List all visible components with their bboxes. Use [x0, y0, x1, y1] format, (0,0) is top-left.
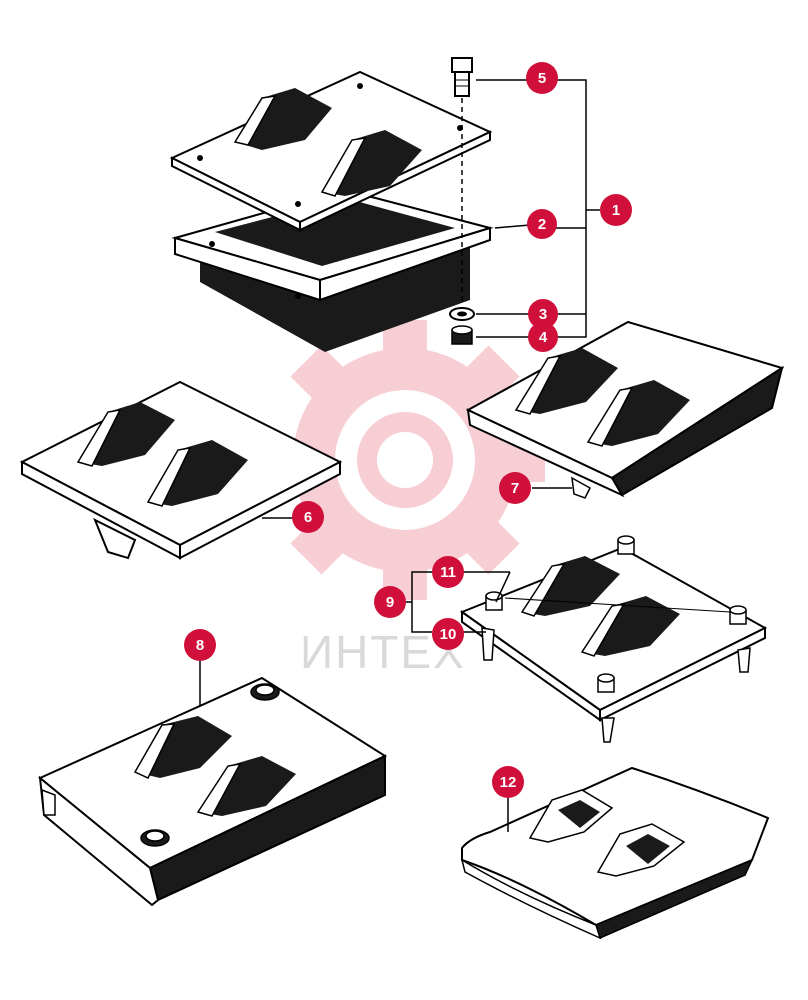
part-6-pad: [19, 380, 343, 560]
part-10-11-pad: [459, 535, 768, 743]
callout-6: 6: [292, 501, 324, 533]
part-7-pad: [465, 320, 785, 499]
part-8-pad: [38, 676, 388, 907]
part-washer: [449, 307, 475, 321]
leader-lines: [199, 79, 600, 832]
part-top-plate: [169, 70, 493, 232]
callout-10: 10: [432, 618, 464, 650]
svg-text:4: 4: [539, 329, 548, 346]
svg-text:9: 9: [386, 594, 394, 611]
svg-text:5: 5: [538, 70, 546, 87]
svg-text:12: 12: [500, 774, 517, 791]
callout-7: 7: [499, 472, 531, 504]
callout-12: 12: [492, 766, 524, 798]
svg-text:3: 3: [539, 306, 547, 323]
svg-text:2: 2: [538, 216, 546, 233]
callout-9: 9: [374, 586, 406, 618]
callout-5: 5: [526, 62, 558, 94]
svg-text:7: 7: [511, 480, 519, 497]
svg-text:8: 8: [196, 637, 204, 654]
callout-2: 2: [527, 209, 557, 239]
callout-1: 1: [600, 194, 632, 226]
callout-11: 11: [432, 556, 464, 588]
part-12-pad: [460, 766, 770, 940]
svg-text:10: 10: [440, 626, 457, 643]
callout-8: 8: [184, 629, 216, 661]
svg-text:11: 11: [440, 564, 456, 581]
part-bolt: [451, 57, 473, 97]
svg-text:6: 6: [304, 509, 312, 526]
svg-text:1: 1: [612, 202, 620, 219]
stud-bolt-icon: [485, 535, 747, 693]
part-rubber-pad-block: [171, 188, 494, 352]
callout-3: 3: [528, 299, 558, 329]
part-nut: [451, 325, 473, 345]
callout-4: 4: [528, 322, 558, 352]
